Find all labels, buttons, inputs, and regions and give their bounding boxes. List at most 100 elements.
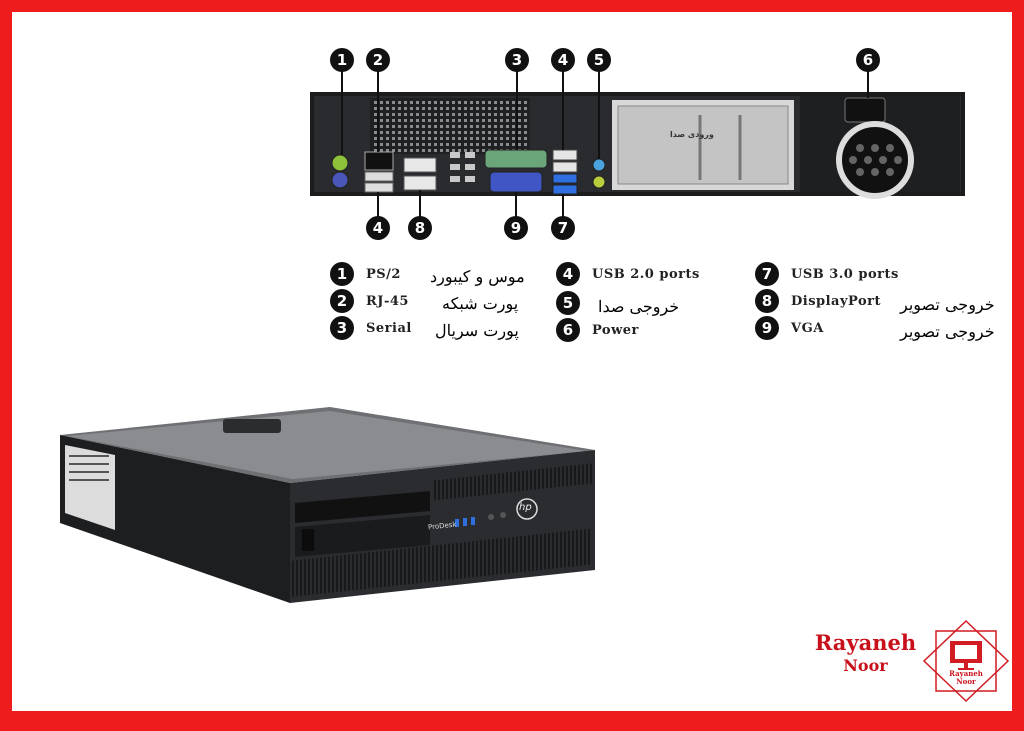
vent-hole (422, 125, 425, 128)
vent-hole (452, 125, 455, 128)
vent-hole (488, 143, 491, 146)
vent-hole (422, 131, 425, 134)
vent-hole (380, 143, 383, 146)
vent-hole (500, 143, 503, 146)
vent-hole (464, 137, 467, 140)
vent-hole (452, 131, 455, 134)
brand-logo (922, 619, 1010, 703)
vent-hole (494, 113, 497, 116)
vent-hole (410, 131, 413, 134)
legend-fa: خروجی تصویر (900, 322, 995, 341)
vent-hole (494, 143, 497, 146)
vent-hole (470, 131, 473, 134)
vent-hole (422, 137, 425, 140)
vent-hole (476, 107, 479, 110)
vent-hole (452, 113, 455, 116)
vent-hole (482, 143, 485, 146)
vent-hole (440, 125, 443, 128)
vent-hole (458, 137, 461, 140)
vent-hole (488, 131, 491, 134)
vent-hole (440, 149, 443, 152)
vent-hole (374, 119, 377, 122)
legend-name: Power (592, 322, 639, 338)
vent-hole (440, 107, 443, 110)
vent-hole (506, 113, 509, 116)
vent-hole (500, 131, 503, 134)
vent-hole (380, 131, 383, 134)
vent-hole (398, 149, 401, 152)
vent-hole (482, 131, 485, 134)
vent-hole (416, 101, 419, 104)
vent-hole (398, 119, 401, 122)
vent-hole (374, 137, 377, 140)
callout-number: 1 (330, 48, 354, 72)
vent-hole (398, 107, 401, 110)
vent-hole (470, 137, 473, 140)
callout-number: 7 (551, 216, 575, 240)
vent-hole (422, 119, 425, 122)
vent-hole (392, 113, 395, 116)
vent-hole (512, 125, 515, 128)
vent-hole (452, 101, 455, 104)
legend-number: 6 (556, 318, 580, 342)
vent-hole (464, 131, 467, 134)
legend-item: 5 (556, 291, 592, 315)
vent-hole (506, 125, 509, 128)
callout-number: 6 (856, 48, 880, 72)
vent-hole (482, 149, 485, 152)
legend-fa: پورت شبکه (442, 294, 519, 313)
vent-hole (464, 107, 467, 110)
vent-hole (470, 125, 473, 128)
vent-hole (458, 113, 461, 116)
vent-hole (482, 119, 485, 122)
vent-hole (512, 119, 515, 122)
vent-hole (386, 131, 389, 134)
vent-hole (494, 101, 497, 104)
vent-hole (464, 101, 467, 104)
vent-hole (422, 113, 425, 116)
vent-hole (410, 101, 413, 104)
rear-panel-diagram (310, 70, 965, 218)
legend-name: RJ-45 (366, 293, 409, 309)
vent-hole (518, 113, 521, 116)
vent-hole (380, 125, 383, 128)
vent-hole (464, 125, 467, 128)
legend-number: 4 (556, 262, 580, 286)
vent-hole (392, 137, 395, 140)
vent-hole (470, 143, 473, 146)
vent-hole (428, 143, 431, 146)
legend-name: USB 3.0 ports (791, 266, 899, 282)
callout-number: 9 (504, 216, 528, 240)
vent-hole (476, 131, 479, 134)
vent-hole (470, 107, 473, 110)
vent-hole (446, 107, 449, 110)
vent-hole (392, 131, 395, 134)
vent-hole (494, 131, 497, 134)
vent-hole (482, 113, 485, 116)
vent-hole (518, 131, 521, 134)
vent-hole (410, 119, 413, 122)
vent-hole (422, 149, 425, 152)
callout-number: 5 (587, 48, 611, 72)
vent-hole (458, 143, 461, 146)
vent-hole (440, 113, 443, 116)
legend-name: VGA (791, 320, 824, 336)
legend-number: 5 (556, 291, 580, 315)
pc-case-image (60, 407, 595, 603)
vent-hole (440, 119, 443, 122)
vent-hole (410, 137, 413, 140)
vent-hole (512, 137, 515, 140)
vent-hole (374, 113, 377, 116)
legend-number: 3 (330, 316, 354, 340)
vent-hole (398, 137, 401, 140)
vent-hole (518, 125, 521, 128)
vent-hole (440, 137, 443, 140)
legend-number: 7 (755, 262, 779, 286)
vent-hole (500, 107, 503, 110)
vent-hole (386, 143, 389, 146)
vent-hole (470, 101, 473, 104)
vent-hole (416, 137, 419, 140)
vent-hole (410, 125, 413, 128)
vent-hole (398, 143, 401, 146)
legend-name: USB 2.0 ports (592, 266, 700, 282)
